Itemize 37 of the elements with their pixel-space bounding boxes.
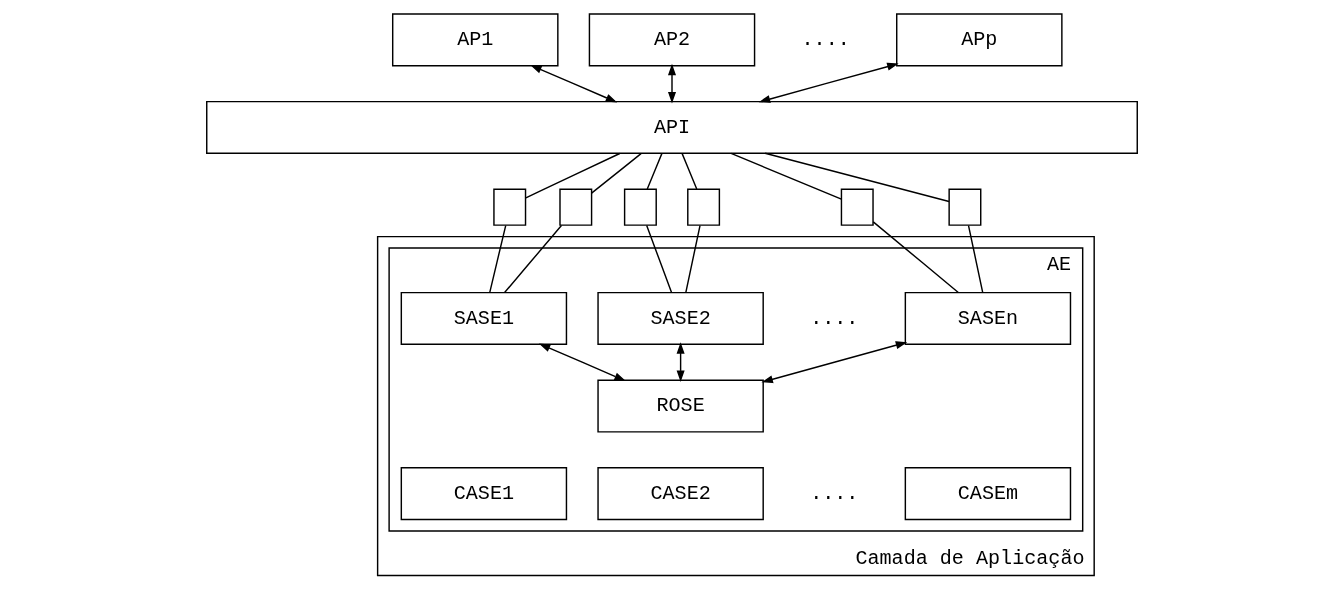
node-box: CASEm [904,467,1072,521]
node-box: CASE1 [400,467,568,521]
node-box [948,188,982,226]
node-box: SASE2 [597,291,764,346]
node-box [559,188,593,226]
connector [681,152,698,190]
connector [646,152,663,190]
connector [685,224,701,294]
node-box: AP1 [391,13,559,67]
node-box: API [206,100,1138,155]
node-box [623,188,657,226]
node-box [493,188,527,226]
connector [764,152,950,203]
label: .... [801,28,850,52]
label: .... [810,306,859,330]
connector [730,152,843,200]
label: .... [810,481,859,505]
node-box: CASE2 [597,467,764,521]
node-box [840,188,874,226]
node-box: ROSE [597,379,764,433]
node-box [687,188,721,226]
arrow [761,341,908,384]
arrow [530,64,618,103]
connector [525,152,621,199]
connector [489,224,507,294]
arrow [667,63,677,104]
connector [646,224,673,294]
node-box: AP2 [588,13,756,67]
arrow [758,62,899,103]
arrow [538,343,626,381]
node-box: SASEn [904,291,1072,346]
node-box: SASE1 [400,291,568,346]
connector [872,221,960,294]
node-box: APp [896,13,1063,67]
connector [590,152,642,194]
connector [967,224,984,294]
connector [503,224,563,294]
